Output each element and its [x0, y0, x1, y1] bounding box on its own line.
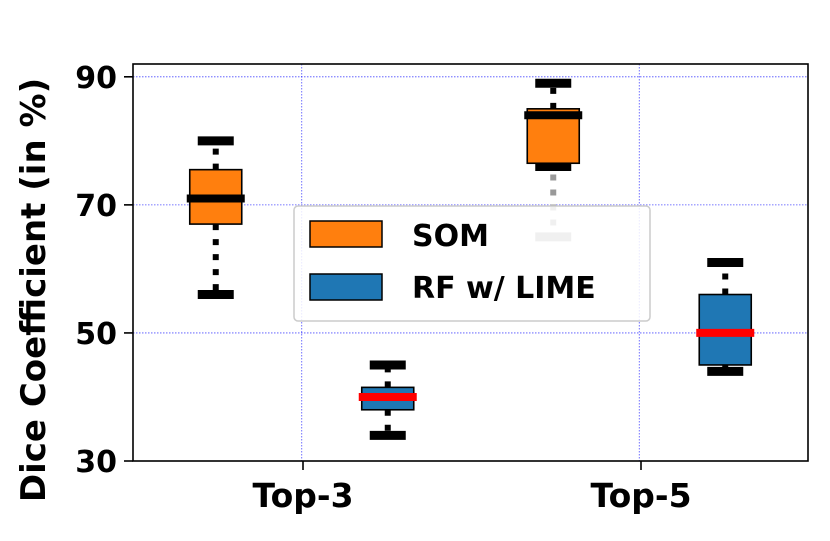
x-tick-label: Top-5 [590, 476, 691, 515]
y-tick-label: 30 [75, 445, 117, 480]
legend-label-rf-lime: RF w/ LIME [412, 271, 596, 306]
y-tick-label: 90 [75, 61, 117, 96]
x-tick-label: Top-3 [252, 476, 353, 515]
box-rf-w-lime-top-5 [696, 258, 755, 376]
legend-swatch-som [309, 220, 383, 248]
box-som-top-3 [186, 136, 245, 300]
legend-label-som: SOM [412, 219, 489, 254]
y-tick-label: 50 [75, 317, 117, 352]
box-rf-w-lime-top-3 [358, 360, 417, 440]
legend-frame [293, 205, 651, 322]
legend: SOM RF w/ LIME [293, 205, 651, 322]
y-tick-label: 70 [75, 189, 117, 224]
legend-swatch-rf-lime [309, 273, 383, 301]
y-axis-label: Dice Coefficient (in %) [14, 78, 54, 502]
plot-frame [132, 63, 809, 462]
